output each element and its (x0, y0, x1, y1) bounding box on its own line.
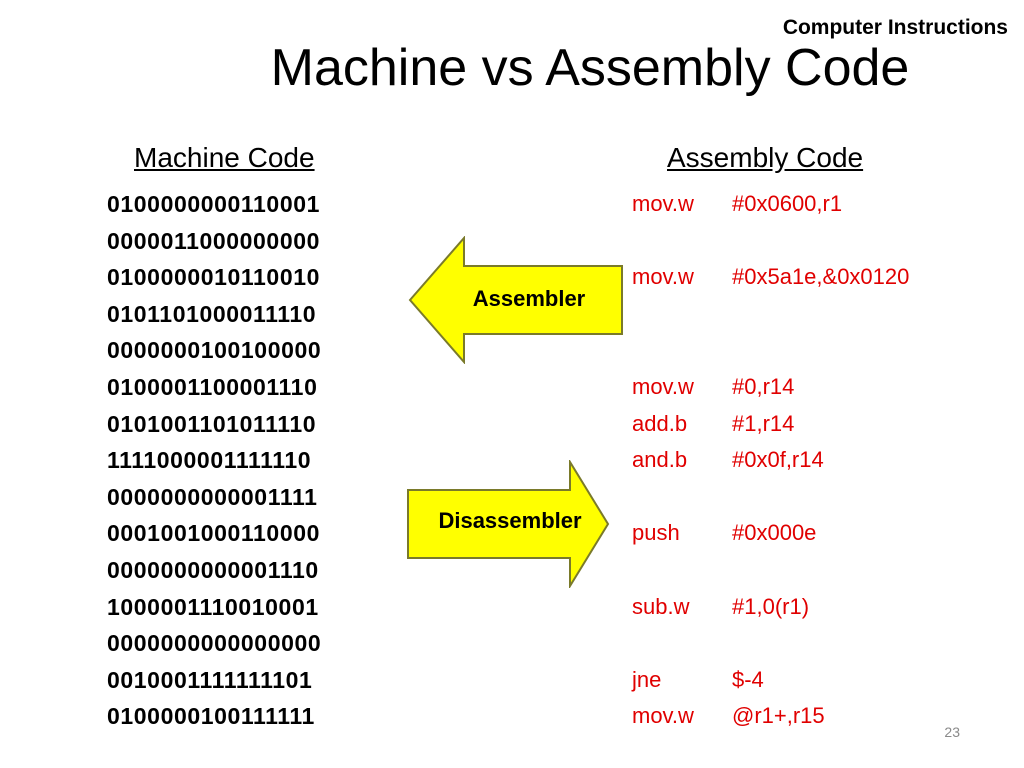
machine-code-heading: Machine Code (134, 142, 315, 173)
machine-code-line: 0000000000001111 (107, 483, 318, 510)
assembly-operands: #1,r14 (732, 410, 795, 436)
machine-code-line: 1000001110010001 (107, 593, 319, 620)
assembly-line (632, 332, 909, 369)
assembly-operands: #0x000e (732, 520, 817, 546)
assembly-line (632, 223, 909, 260)
machine-code-line: 0000000100100000 (107, 337, 322, 364)
assembly-line (632, 479, 909, 516)
assembly-line (632, 552, 909, 589)
assembly-opcode: mov.w (632, 264, 694, 290)
assembly-code-heading: Assembly Code (667, 142, 864, 173)
assembly-line: add.b #1,r14 (632, 406, 909, 443)
machine-code-line: 0000011000000000 (107, 227, 320, 254)
assembler-label: Assembler (472, 286, 586, 311)
assembly-line: mov.w #0x5a1e,&0x0120 (632, 259, 909, 296)
assembly-line: jne $-4 (632, 662, 909, 699)
machine-code-line: 0100000100111111 (107, 703, 315, 730)
disassembler-label: Disassembler (438, 508, 582, 533)
assembly-operands: @r1+,r15 (732, 703, 825, 729)
assembly-operands: #0x5a1e,&0x0120 (732, 264, 910, 290)
assembly-line: mov.w #0x0600,r1 (632, 186, 909, 223)
assembly-opcode: sub.w (632, 593, 690, 619)
slide-title: Machine vs Assembly Code (270, 39, 910, 97)
machine-code-line: 0100000010110010 (107, 264, 320, 291)
machine-code-line: 0101001101011110 (107, 410, 317, 437)
assembly-opcode: and.b (632, 447, 688, 473)
slide-topic-label: Computer Instructions (782, 16, 1008, 39)
assembly-line: mov.w #0,r14 (632, 369, 909, 406)
disassembler-arrow-shape (407, 460, 610, 588)
assembly-line (632, 625, 909, 662)
assembly-line: push #0x000e (632, 515, 909, 552)
disassembler-arrow-polygon (407, 460, 610, 588)
assembly-line: sub.w #1,0(r1) (632, 589, 909, 626)
assembly-line (632, 296, 909, 333)
assembly-opcode: mov.w (632, 703, 694, 729)
machine-code-line: 1111000001111110 (107, 447, 312, 474)
assembly-opcode: add.b (632, 410, 688, 436)
machine-code-line: 0001001000110000 (107, 520, 320, 547)
assembly-operands: #0,r14 (732, 373, 795, 399)
assembly-opcode: mov.w (632, 373, 694, 399)
machine-code-list: 0100000000110001 0000011000000000 010000… (107, 186, 321, 735)
assembly-opcode: mov.w (632, 191, 694, 216)
assembly-operands: $-4 (732, 666, 764, 692)
assembly-line: and.b #0x0f,r14 (632, 442, 909, 479)
assembly-opcode: push (632, 520, 680, 546)
assembly-opcode: jne (632, 666, 662, 692)
machine-code-line: 0010001111111101 (107, 666, 313, 693)
assembly-operands: #0x0f,r14 (732, 447, 824, 473)
assembly-code-list: mov.w #0x0600,r1 mov.w #0x5a1e,&0x0120 mov… (632, 186, 909, 735)
machine-code-line: 0101101000011110 (107, 300, 317, 327)
page-number: 23 (944, 724, 960, 740)
assembly-operands: #1,0(r1) (732, 593, 810, 619)
machine-code-line: 0000000000001110 (107, 556, 319, 583)
assembler-arrow-shape (408, 236, 623, 364)
machine-code-line: 0100000000110001 (107, 191, 320, 217)
machine-code-line: 0000000000000000 (107, 630, 322, 657)
machine-code-line: 0100001100001110 (107, 373, 318, 400)
assembler-arrow-polygon (408, 236, 623, 364)
assembly-line: mov.w @r1+,r15 (632, 698, 909, 735)
assembly-operands: #0x0600,r1 (732, 191, 843, 216)
